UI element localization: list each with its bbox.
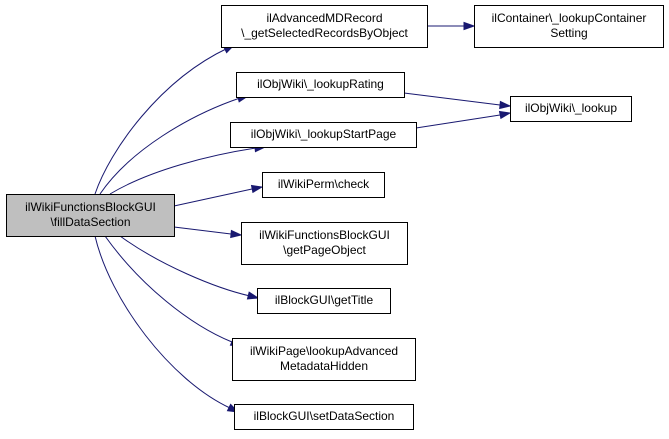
node-permcheck[interactable]: ilWikiPerm\check xyxy=(262,172,385,198)
node-box[interactable] xyxy=(262,172,385,198)
edge-rating-to-lookup xyxy=(403,92,512,110)
node-gettitle[interactable]: ilBlockGUI\getTitle xyxy=(257,288,391,314)
arrowhead-icon xyxy=(463,21,476,31)
node-label-line: ilWikiFunctionsBlockGUI xyxy=(259,228,390,242)
node-label-line: ilAdvancedMDRecord xyxy=(266,11,382,25)
node-setdata[interactable]: ilBlockGUI\setDataSection xyxy=(234,404,414,430)
node-box[interactable] xyxy=(234,404,414,430)
arrowhead-icon xyxy=(246,291,260,300)
edge-root-to-gettitle xyxy=(119,235,260,300)
node-label-line: ilContainer\_lookupContainer xyxy=(492,11,647,25)
edge-root-to-startpage xyxy=(109,143,267,195)
node-box[interactable] xyxy=(510,96,632,122)
node-label-line: ilObjWiki\_lookupStartPage xyxy=(251,127,397,141)
edge-line xyxy=(94,44,235,195)
arrowhead-icon xyxy=(499,100,512,110)
edge-line xyxy=(104,235,242,347)
edge-root-to-permcheck xyxy=(173,184,264,207)
node-label-line: ilBlockGUI\getTitle xyxy=(275,293,374,307)
arrowhead-icon xyxy=(250,184,264,194)
edge-line xyxy=(403,92,511,107)
node-label-line: \fillDataSection xyxy=(50,215,130,229)
node-box[interactable] xyxy=(221,5,428,48)
node-label-line: MetadataHidden xyxy=(280,359,368,373)
edge-line xyxy=(415,112,511,129)
node-advmd[interactable]: ilAdvancedMDRecord\_getSelectedRecordsBy… xyxy=(221,5,428,48)
node-rating[interactable]: ilObjWiki\_lookupRating xyxy=(236,72,405,98)
edge-line xyxy=(173,186,263,207)
node-box[interactable] xyxy=(241,222,408,265)
node-label-line: Setting xyxy=(550,26,587,40)
node-lookup[interactable]: ilObjWiki\_lookup xyxy=(510,96,632,122)
edge-line xyxy=(94,235,239,413)
edge-startpage-to-lookup xyxy=(415,110,512,129)
node-root[interactable]: ilWikiFunctionsBlockGUI\fillDataSection xyxy=(6,194,175,237)
node-label-line: ilWikiPage\lookupAdvanced xyxy=(250,344,398,358)
node-box[interactable] xyxy=(232,338,416,381)
arrowhead-icon xyxy=(230,229,243,239)
edges-layer xyxy=(94,21,512,413)
edge-line xyxy=(109,146,266,195)
node-pageobject[interactable]: ilWikiFunctionsBlockGUI\getPageObject xyxy=(241,222,408,265)
node-startpage[interactable]: ilObjWiki\_lookupStartPage xyxy=(230,122,417,148)
edge-line xyxy=(99,95,249,195)
node-box[interactable] xyxy=(257,288,391,314)
nodes-layer: ilWikiFunctionsBlockGUI\fillDataSectioni… xyxy=(6,5,664,430)
node-label-line: ilObjWiki\_lookup xyxy=(525,101,617,115)
node-label-line: \_getSelectedRecordsByObject xyxy=(241,26,408,40)
node-label-line: ilBlockGUI\setDataSection xyxy=(254,409,395,423)
node-label-line: ilWikiPerm\check xyxy=(278,177,370,191)
edge-root-to-rating xyxy=(99,94,250,195)
node-box[interactable] xyxy=(230,122,417,148)
node-label-line: \getPageObject xyxy=(283,243,366,257)
edge-root-to-setdata xyxy=(94,235,240,413)
node-box[interactable] xyxy=(236,72,405,98)
edge-advmd-to-container xyxy=(427,21,476,31)
arrowhead-icon xyxy=(498,110,512,120)
edge-root-to-advmd xyxy=(94,44,236,195)
node-box[interactable] xyxy=(6,194,175,237)
node-box[interactable] xyxy=(474,5,664,48)
edge-root-to-advhidden xyxy=(104,235,243,347)
node-label-line: ilWikiFunctionsBlockGUI xyxy=(25,200,156,214)
edge-line xyxy=(119,235,259,299)
node-label-line: ilObjWiki\_lookupRating xyxy=(257,77,384,91)
edge-root-to-pageobject xyxy=(173,226,243,239)
